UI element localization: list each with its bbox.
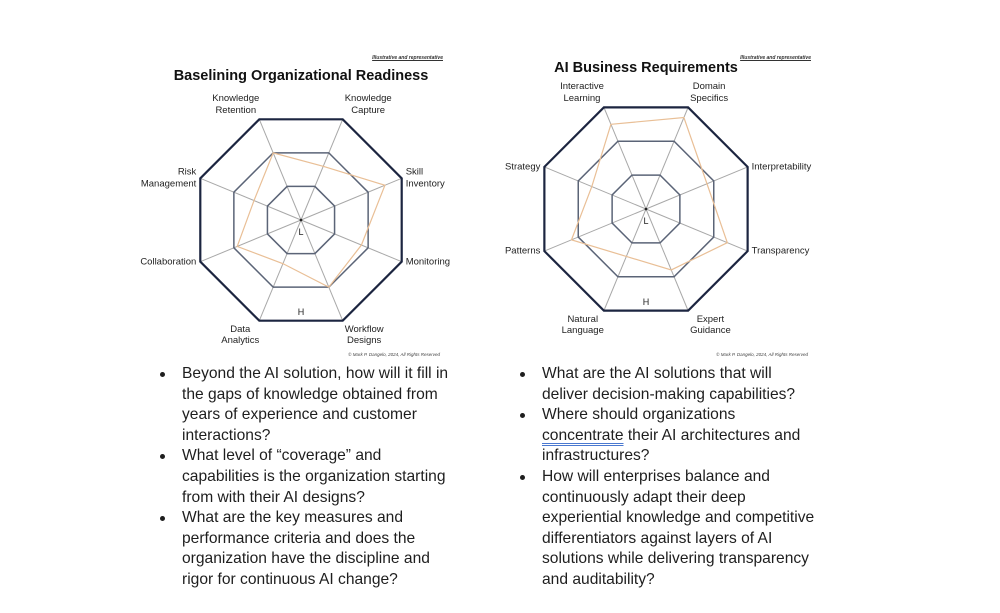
- axis-label: Expert Guidance: [690, 313, 731, 337]
- axis-line: [300, 219, 344, 321]
- axis-line: [200, 177, 302, 221]
- axis-label: Skill Inventory: [405, 166, 445, 190]
- axis-label: Knowledge Capture: [344, 93, 392, 116]
- data-point: [236, 245, 238, 248]
- data-point: [625, 255, 627, 258]
- data-point: [706, 183, 708, 185]
- readiness-questions: Beyond the AI solution, how will it fill…: [158, 364, 458, 591]
- axis-label: Data Analytics: [221, 323, 260, 347]
- data-point: [360, 244, 363, 246]
- axis-label: Patterns: [504, 245, 541, 257]
- copyright-note: © Mark P. Dangelo, 2024, All Rights Rese…: [716, 352, 808, 357]
- axis-line: [544, 166, 647, 210]
- grid-ring: [266, 185, 336, 255]
- data-point: [683, 116, 685, 119]
- axis-line: [645, 107, 689, 210]
- bullet-item: Where should organizations concentrate t…: [518, 405, 816, 467]
- axis-label: Domain Specifics: [690, 81, 729, 104]
- requirements-questions: What are the AI solutions that will deli…: [518, 364, 816, 591]
- data-point: [328, 286, 330, 288]
- bullet-item: What level of “coverage” and capabilitie…: [158, 446, 458, 508]
- data-point: [670, 269, 672, 271]
- center-dot: [644, 207, 648, 211]
- data-point: [322, 165, 324, 167]
- data-point: [272, 152, 274, 154]
- axis-line: [603, 208, 647, 311]
- chart-title-readiness: Baselining Organizational Readiness: [173, 68, 429, 84]
- data-point: [384, 184, 386, 186]
- axis-line: [300, 119, 344, 221]
- axis-label: Monitoring: [405, 255, 451, 267]
- spellcheck-flagged-word[interactable]: concentrate: [542, 426, 624, 444]
- axis-line: [200, 219, 302, 263]
- bullet-item: What are the AI solutions that will deli…: [518, 364, 816, 405]
- data-point: [282, 263, 284, 265]
- bullet-item: Beyond the AI solution, how will it fill…: [158, 364, 458, 446]
- data-point: [726, 242, 728, 244]
- low-level-label: L: [643, 216, 649, 226]
- axis-label: Transparency: [751, 245, 810, 257]
- bullet-item: How will enterprises balance and continu…: [518, 467, 816, 591]
- grid-ring: [577, 140, 715, 278]
- data-series-polygon: [236, 152, 386, 288]
- axis-label: Workflow Designs: [344, 323, 384, 347]
- high-level-label: H: [642, 296, 650, 307]
- center-dot: [299, 218, 303, 222]
- axis-label: Interpretability: [751, 161, 812, 173]
- axis-line: [645, 208, 689, 311]
- axis-line: [300, 219, 402, 263]
- data-point: [610, 123, 612, 125]
- data-point: [570, 239, 573, 241]
- illustrative-note: Illustrative and representative: [372, 55, 443, 61]
- bullet-text: Where should organizations: [542, 406, 736, 424]
- illustrative-note: Illustrative and representative: [740, 55, 811, 61]
- high-level-label: H: [297, 306, 305, 317]
- copyright-note: © Mark P. Dangelo, 2024, All Rights Rese…: [348, 352, 440, 357]
- axis-label: Knowledge Retention: [212, 93, 260, 116]
- outer-ring: [199, 118, 403, 322]
- chart-title-requirements: AI Business Requirements: [554, 60, 738, 76]
- axis-label: Risk Management: [140, 166, 197, 190]
- axis-line: [544, 208, 647, 252]
- outer-ring: [543, 106, 749, 312]
- axis-label: Natural Language: [561, 313, 604, 337]
- axis-line: [258, 219, 302, 321]
- data-point: [591, 185, 593, 188]
- data-point: [253, 199, 255, 202]
- axis-line: [258, 119, 302, 221]
- bullet-text: their AI architectures and infrastructur…: [542, 426, 801, 465]
- axis-line: [645, 166, 748, 210]
- axis-label: Interactive Learning: [560, 81, 604, 104]
- axis-line: [645, 208, 748, 252]
- low-level-label: L: [298, 227, 304, 237]
- bullet-item: What are the key measures and performanc…: [158, 508, 458, 590]
- grid-ring: [611, 174, 681, 244]
- axis-label: Strategy: [504, 161, 541, 173]
- axis-label: Collaboration: [140, 255, 197, 267]
